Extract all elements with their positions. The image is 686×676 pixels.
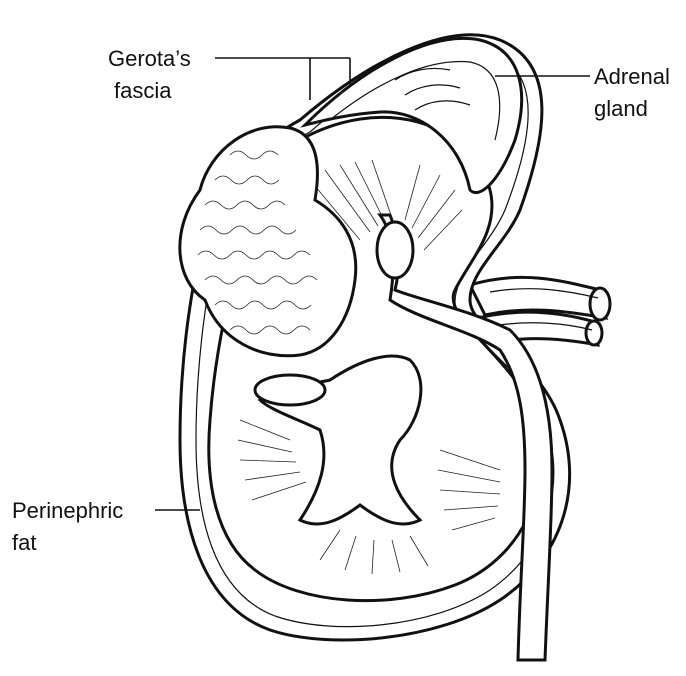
gerota-label-line1: Gerota’s bbox=[108, 46, 191, 71]
perinephric-label-line1: Perinephric bbox=[12, 498, 123, 523]
adrenal-label-line1: Adrenal bbox=[594, 64, 670, 89]
perinephric-label-line2: fat bbox=[12, 530, 36, 555]
gerota-label-line2: fascia bbox=[114, 78, 172, 103]
adrenal-label-line2: gland bbox=[594, 96, 648, 121]
gerota-leader-line bbox=[215, 58, 350, 100]
